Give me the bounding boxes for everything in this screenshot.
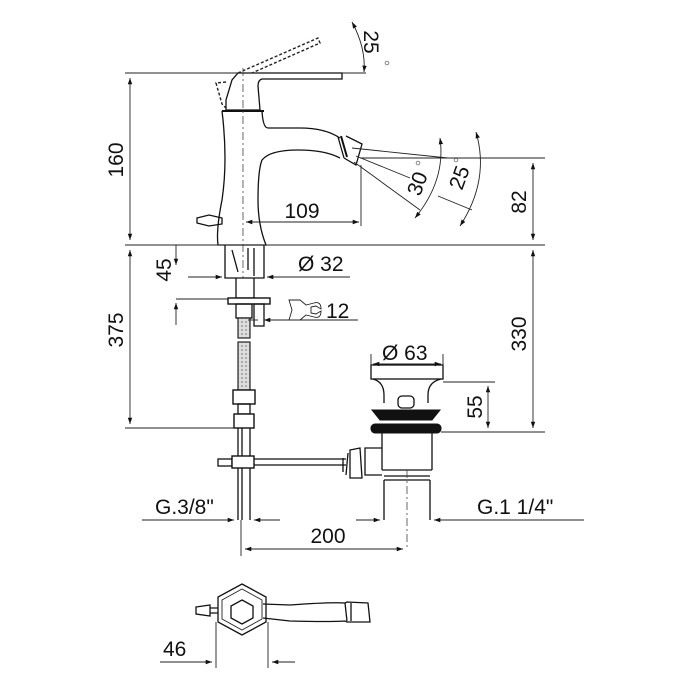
- dim-drain-330: 330: [508, 316, 531, 351]
- dim-spout-height-82: 82: [508, 190, 531, 213]
- degree-icon: [415, 160, 421, 166]
- dim-spray-angle-25: 25: [445, 163, 475, 193]
- mounting-assembly: [224, 245, 271, 327]
- dim-wrench-12: 12: [326, 300, 349, 323]
- dim-inlet-thread: G.3/8": [155, 496, 214, 519]
- wrench-icon: [288, 299, 322, 321]
- dim-diameter-32: Ø 32: [298, 253, 344, 276]
- dim-rod-200: 200: [310, 525, 345, 548]
- flexible-hose: [232, 317, 256, 520]
- dim-top-width-46: 46: [163, 638, 186, 661]
- degree-icon: [453, 157, 459, 163]
- top-view: 46: [160, 583, 371, 668]
- dim-drain-thread: G.1 1/4": [477, 496, 553, 519]
- dim-spray-angle-30: 30: [403, 169, 433, 199]
- dim-diameter-63: Ø 63: [382, 342, 428, 365]
- dim-hose-375: 375: [105, 312, 128, 347]
- dimension-lines: 160 25 109 30 25 82 Ø 32 45: [105, 21, 584, 556]
- pull-rod: [217, 455, 346, 469]
- faucet-body: [196, 37, 449, 278]
- dim-height-160: 160: [105, 142, 128, 177]
- dim-height-45: 45: [153, 258, 176, 281]
- pop-up-waste: [342, 364, 444, 550]
- dim-reach-109: 109: [284, 200, 319, 223]
- dim-lever-angle: 25: [359, 30, 382, 53]
- degree-icon: [384, 60, 390, 66]
- dim-waste-55: 55: [464, 395, 487, 418]
